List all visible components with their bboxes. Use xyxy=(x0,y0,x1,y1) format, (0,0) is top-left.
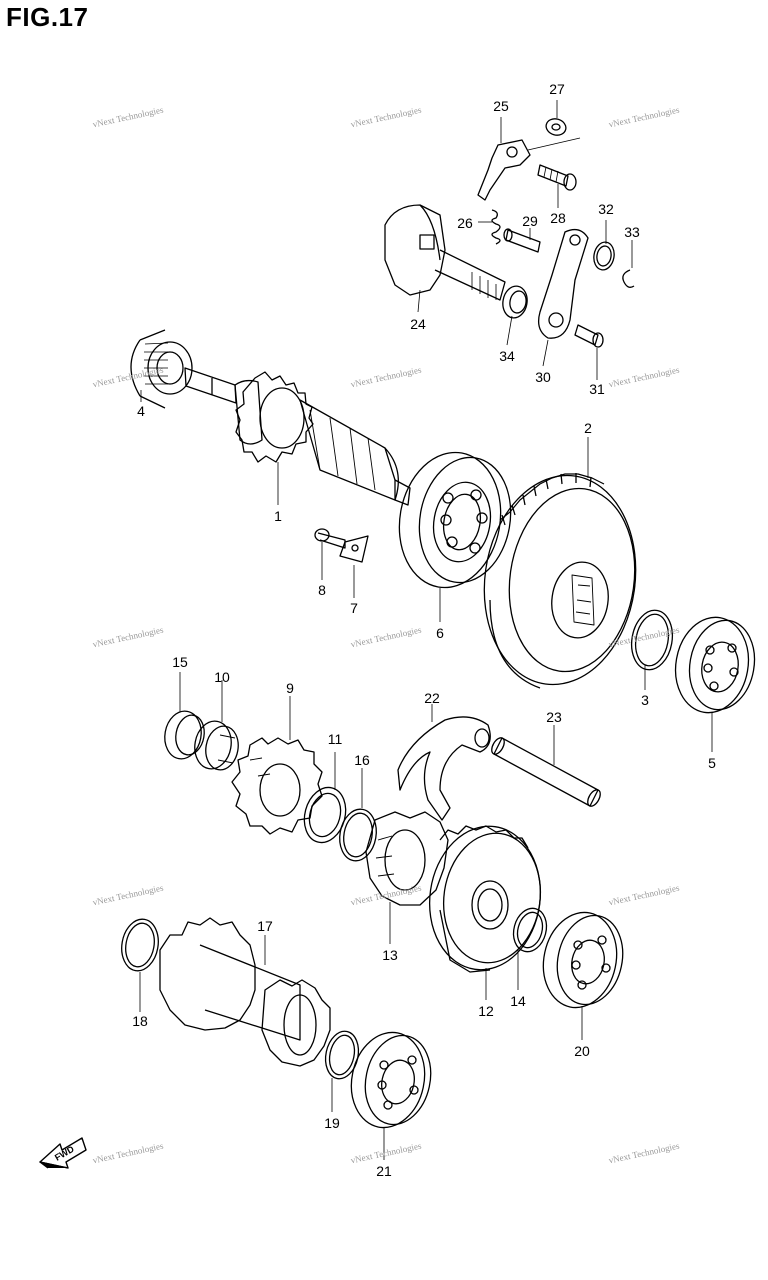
part-1-main-shaft xyxy=(184,367,411,506)
callout-11: 11 xyxy=(327,731,343,747)
part-33-e-clip xyxy=(622,269,635,288)
part-18-washer xyxy=(121,918,159,972)
part-21-ball-bearing xyxy=(350,1031,432,1129)
callout-27: 27 xyxy=(549,81,565,97)
callout-22: 22 xyxy=(424,690,440,706)
part-4-needle-bearing xyxy=(130,329,193,409)
part-29-pin xyxy=(503,228,541,253)
callout-29: 29 xyxy=(522,213,538,229)
callout-2: 2 xyxy=(584,420,592,436)
callout-13: 13 xyxy=(382,947,398,963)
part-27-washer xyxy=(545,118,567,136)
part-16-circlip xyxy=(339,808,377,862)
callout-20: 20 xyxy=(574,1043,590,1059)
callout-34: 34 xyxy=(499,348,515,364)
part-14-washer xyxy=(512,907,548,953)
callout-12: 12 xyxy=(478,1003,494,1019)
callout-17: 17 xyxy=(257,918,273,934)
callout-21: 21 xyxy=(376,1163,392,1179)
part-17-countershaft xyxy=(159,917,331,1067)
part-31-bolt xyxy=(574,324,604,348)
callout-28: 28 xyxy=(550,210,566,226)
callout-8: 8 xyxy=(318,582,326,598)
callout-31: 31 xyxy=(589,381,605,397)
callout-5: 5 xyxy=(708,755,716,771)
callout-30: 30 xyxy=(535,369,551,385)
callout-14: 14 xyxy=(510,993,526,1009)
part-8-bolt xyxy=(314,528,346,549)
callout-1: 1 xyxy=(274,508,282,524)
part-25-stopper-arm xyxy=(477,139,531,201)
callout-3: 3 xyxy=(641,692,649,708)
part-24-gearshift-shaft xyxy=(384,204,506,301)
part-9-gear xyxy=(231,737,323,835)
callout-33: 33 xyxy=(624,224,640,240)
part-30-shift-arm xyxy=(537,228,589,339)
callout-16: 16 xyxy=(354,752,370,768)
callout-18: 18 xyxy=(132,1013,148,1029)
fwd-arrow-icon xyxy=(39,1137,87,1169)
part-23-fork-shaft xyxy=(491,737,601,807)
part-34-oil-seal xyxy=(502,285,528,319)
part-26-spring xyxy=(491,209,501,245)
part-5-ball-bearing xyxy=(674,616,756,714)
part-7-plate xyxy=(339,535,369,563)
callout-25: 25 xyxy=(493,98,509,114)
part-28-bolt xyxy=(537,164,577,191)
callout-7: 7 xyxy=(350,600,358,616)
callout-9: 9 xyxy=(286,680,294,696)
callout-15: 15 xyxy=(172,654,188,670)
callout-10: 10 xyxy=(214,669,230,685)
callout-32: 32 xyxy=(598,201,614,217)
leader-lines xyxy=(139,100,713,1160)
part-20-ball-bearing xyxy=(542,911,624,1009)
callout-19: 19 xyxy=(324,1115,340,1131)
part-6-ball-bearing xyxy=(398,451,512,589)
figure-title: FIG.17 xyxy=(6,2,89,32)
part-3-circlip xyxy=(630,609,674,671)
part-32-circlip xyxy=(593,241,615,271)
part-15-washer xyxy=(164,710,205,760)
part-22-shift-fork xyxy=(397,716,491,821)
callout-4: 4 xyxy=(137,403,145,419)
part-12-gear xyxy=(428,825,542,973)
part-2-large-gear xyxy=(483,473,637,689)
callout-6: 6 xyxy=(436,625,444,641)
part-10-bushing xyxy=(194,720,239,771)
callout-26: 26 xyxy=(457,215,473,231)
callout-24: 24 xyxy=(410,316,426,332)
callout-23: 23 xyxy=(546,709,562,725)
part-13-gear xyxy=(365,811,449,906)
